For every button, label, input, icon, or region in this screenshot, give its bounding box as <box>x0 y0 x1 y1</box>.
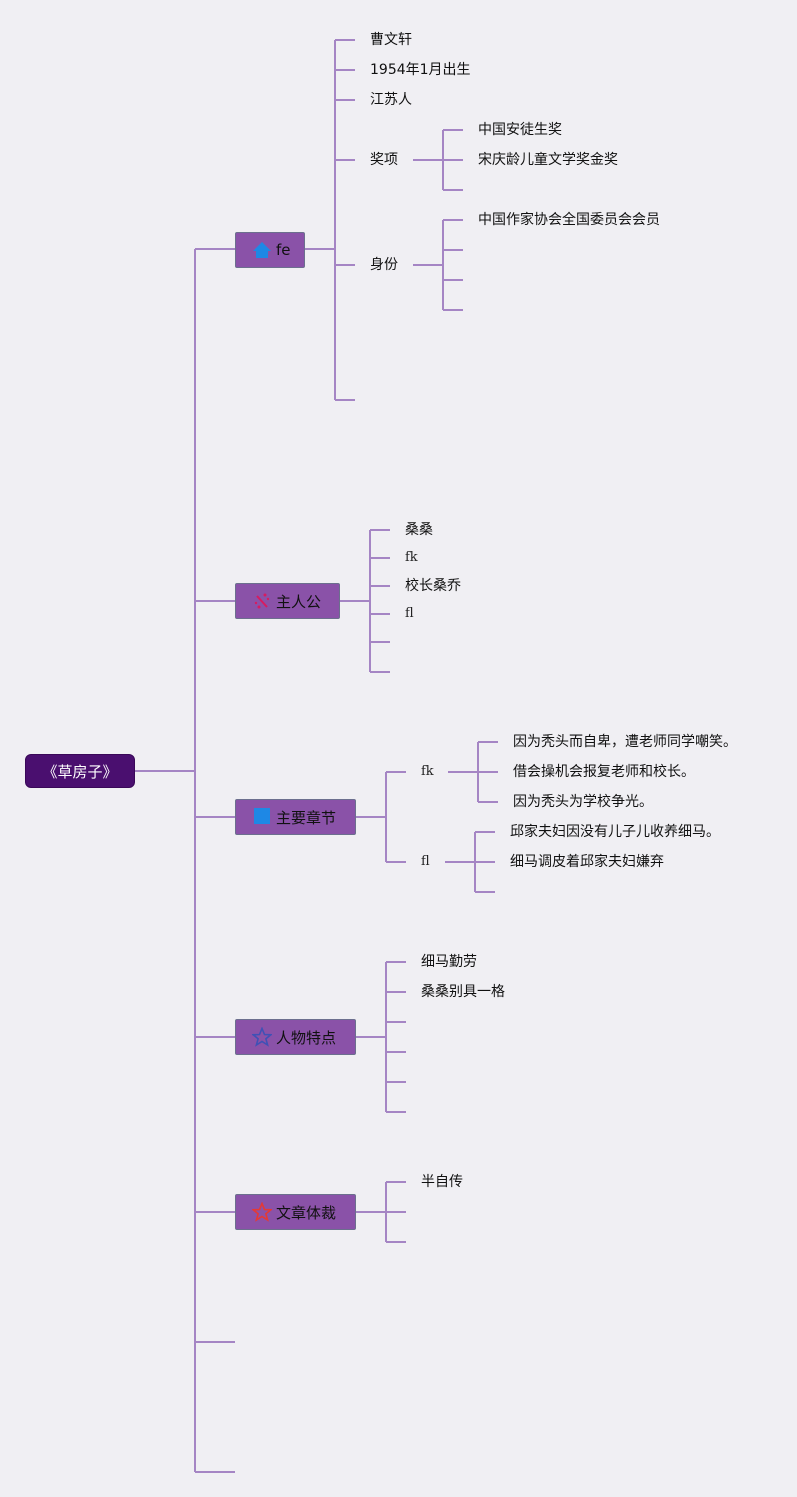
branch-genre-label: 文章体裁 <box>276 1203 337 1222</box>
branch-genre[interactable]: 文章体裁 <box>235 1194 356 1230</box>
protagonist-item: 校长桑乔 <box>405 578 461 594</box>
branch-protagonist-label: 主人公 <box>276 592 322 611</box>
chapter-group-label: fk <box>421 764 434 779</box>
branch-chapters-label: 主要章节 <box>276 808 337 827</box>
trait-item: 细马勤劳 <box>421 954 477 970</box>
root-node[interactable]: 《草房子》 <box>25 754 135 788</box>
chapter-item: 细马调皮着邱家夫妇嫌弃 <box>510 854 664 870</box>
protagonist-item: 桑桑 <box>405 522 433 538</box>
award-item: 中国安徒生奖 <box>478 122 562 138</box>
chapter-item: 因为秃头而自卑，遭老师同学嘲笑。 <box>513 734 737 750</box>
protagonist-item: fk <box>405 550 418 565</box>
branch-traits-label: 人物特点 <box>276 1028 337 1047</box>
root-label: 《草房子》 <box>42 762 118 781</box>
branch-traits[interactable]: 人物特点 <box>235 1019 356 1055</box>
chapter-item: 借会操机会报复老师和校长。 <box>513 764 695 780</box>
chapter-group-label: fl <box>421 854 430 869</box>
branch-author-label: fe <box>276 241 291 259</box>
awards-label: 奖项 <box>370 152 398 168</box>
identity-item: 中国作家协会全国委员会会员 <box>478 212 660 228</box>
identity-label: 身份 <box>370 257 398 273</box>
protagonist-item: fl <box>405 606 414 621</box>
author-origin: 江苏人 <box>370 92 412 108</box>
sparkle-icon <box>252 591 272 611</box>
branch-author[interactable]: fe <box>235 232 305 268</box>
genre-item: 半自传 <box>421 1174 463 1190</box>
home-icon <box>252 240 272 260</box>
trait-item: 桑桑别具一格 <box>421 984 505 1000</box>
chapter-item: 因为秃头为学校争光。 <box>513 794 653 810</box>
branch-protagonist[interactable]: 主人公 <box>235 583 340 619</box>
chapter-item: 邱家夫妇因没有儿子儿收养细马。 <box>510 824 720 840</box>
star-outline-red-icon <box>252 1202 272 1222</box>
star-outline-blue-icon <box>252 1027 272 1047</box>
author-name: 曹文轩 <box>370 32 412 48</box>
author-birth: 1954年1月出生 <box>370 62 471 78</box>
square-icon <box>252 807 272 827</box>
branch-chapters[interactable]: 主要章节 <box>235 799 356 835</box>
award-item: 宋庆龄儿童文学奖金奖 <box>478 152 618 168</box>
